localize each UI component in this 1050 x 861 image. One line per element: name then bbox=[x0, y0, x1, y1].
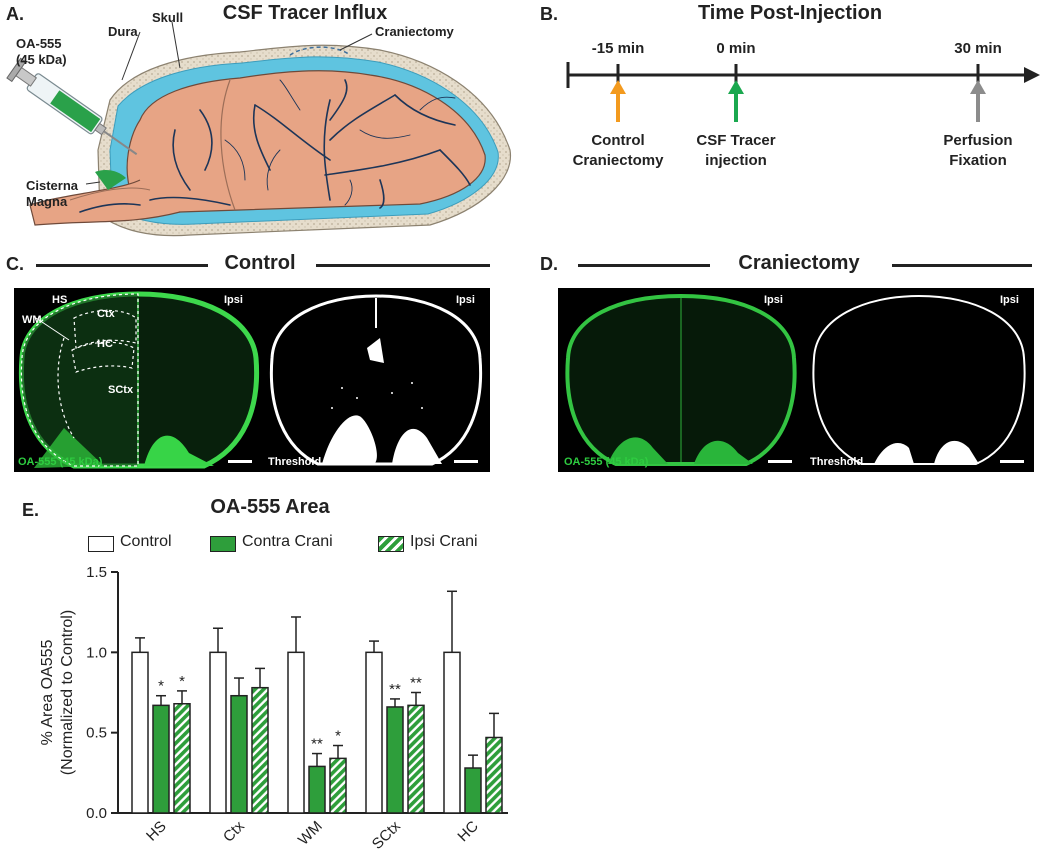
bar-control bbox=[131, 651, 149, 814]
bar-control bbox=[443, 651, 461, 814]
cisterna-label-1: Cisterna bbox=[26, 178, 79, 193]
control-threshold-image: Ipsi Threshold bbox=[262, 288, 490, 472]
tracer-name: OA-555 bbox=[16, 36, 62, 51]
dura-label: Dura bbox=[108, 24, 138, 39]
significance-star: ** bbox=[311, 736, 323, 753]
crani-threshold-scalebar bbox=[1000, 460, 1024, 463]
region-wm: WM bbox=[22, 314, 42, 326]
bar-control bbox=[209, 651, 227, 814]
crani-threshold-ipsi-label: Ipsi bbox=[1000, 294, 1019, 306]
legend-swatch-ipsi bbox=[378, 536, 404, 552]
bar-ipsi-crani bbox=[485, 736, 503, 814]
craniectomy-label: Craniectomy bbox=[375, 24, 454, 39]
panel-a-letter: A. bbox=[6, 4, 24, 24]
legend-label-contra: Contra Crani bbox=[242, 533, 333, 550]
significance-star: * bbox=[335, 728, 341, 745]
panel-b-title: Time Post-Injection bbox=[697, 2, 883, 24]
legend-swatch-control bbox=[88, 536, 114, 552]
arrow-control-craniectomy bbox=[610, 80, 626, 94]
panel-d-rule-left bbox=[578, 264, 710, 267]
legend-label-control: Control bbox=[120, 533, 172, 550]
timeline-arrowhead bbox=[1024, 67, 1040, 83]
category-label: Ctx bbox=[220, 817, 248, 845]
bar-contra-crani bbox=[308, 765, 326, 814]
region-ctx: Ctx bbox=[97, 308, 115, 320]
panel-d-letter: D. bbox=[540, 254, 558, 274]
bar-ipsi-crani bbox=[251, 686, 269, 814]
y-tick-label: 1.5 bbox=[86, 564, 107, 581]
panel-a-title: CSF Tracer Influx bbox=[222, 2, 388, 24]
y-axis-label-line2: (Normalized to Control) bbox=[59, 610, 76, 775]
panel-b-letter: B. bbox=[540, 4, 558, 24]
bar-ipsi-crani bbox=[329, 757, 347, 814]
panel-c-rule-left bbox=[36, 264, 208, 267]
bar-control bbox=[365, 651, 383, 814]
event-time-1: 0 min bbox=[716, 40, 756, 57]
significance-star: ** bbox=[410, 675, 422, 692]
crani-stain-label: OA-555 (45 kDa) bbox=[564, 456, 649, 468]
event-time-2: 30 min bbox=[954, 40, 1002, 57]
arrow-perfusion bbox=[970, 80, 986, 94]
significance-star: * bbox=[158, 678, 164, 695]
bar-control bbox=[287, 651, 305, 814]
chart-title: OA-555 Area bbox=[210, 496, 330, 518]
category-label: WM bbox=[295, 818, 326, 849]
region-hc: HC bbox=[97, 338, 113, 350]
event-label-0-line2: Craniectomy bbox=[572, 152, 664, 169]
control-scalebar bbox=[228, 460, 252, 463]
control-ipsi-label: Ipsi bbox=[224, 294, 243, 306]
significance-star: * bbox=[179, 673, 185, 690]
event-label-2-line1: Perfusion bbox=[943, 132, 1013, 149]
tracer-size: (45 kDa) bbox=[16, 52, 67, 67]
event-label-2-line2: Fixation bbox=[949, 152, 1007, 169]
control-threshold-label: Threshold bbox=[268, 456, 322, 468]
panel-d-title: Craniectomy bbox=[738, 252, 860, 274]
legend-swatch-contra bbox=[210, 536, 236, 552]
crani-ipsi-label: Ipsi bbox=[764, 294, 783, 306]
crani-threshold-image: Ipsi Threshold bbox=[804, 288, 1034, 472]
cisterna-label-2: Magna bbox=[26, 194, 68, 209]
panel-c-title: Control bbox=[224, 252, 296, 274]
crani-scalebar bbox=[768, 460, 792, 463]
bar-ipsi-crani bbox=[407, 704, 425, 814]
y-axis-label-line1: % Area OA555 bbox=[39, 639, 56, 745]
bar-contra-crani bbox=[230, 694, 248, 814]
panel-c-rule-right bbox=[316, 264, 490, 267]
y-tick-label: 1.0 bbox=[86, 644, 107, 661]
bar-contra-crani bbox=[464, 767, 482, 814]
panel-e-letter: E. bbox=[22, 500, 40, 520]
control-fluorescence-image: HS WM Ctx HC SCtx Ipsi OA-555 (45 kDa) bbox=[14, 288, 262, 472]
skull-label: Skull bbox=[152, 10, 184, 25]
category-label: HS bbox=[143, 818, 170, 845]
timeline bbox=[566, 62, 1040, 122]
y-tick-label: 0.5 bbox=[86, 725, 107, 742]
legend-label-ipsi: Ipsi Crani bbox=[410, 533, 478, 550]
brain-illustration bbox=[6, 21, 512, 237]
crani-threshold-label: Threshold bbox=[810, 456, 864, 468]
panel-c-letter: C. bbox=[6, 254, 24, 274]
event-time-0: -15 min bbox=[591, 40, 645, 57]
bar-ipsi-crani bbox=[173, 702, 191, 814]
y-tick-label: 0.0 bbox=[86, 805, 107, 822]
control-stain-label: OA-555 (45 kDa) bbox=[18, 456, 103, 468]
category-label: HC bbox=[454, 818, 481, 845]
event-label-1-line2: injection bbox=[705, 152, 767, 169]
crani-fluorescence-image: Ipsi OA-555 (45 kDa) bbox=[558, 288, 804, 472]
panel-d-rule-right bbox=[892, 264, 1032, 267]
arrow-csf-injection bbox=[728, 80, 744, 94]
bar-chart: 0.0 0.5 1.0 1.5 % Area OA555(Normalized to C… bbox=[39, 564, 508, 853]
significance-star: ** bbox=[389, 681, 401, 698]
bar-contra-crani bbox=[152, 704, 170, 814]
category-label: SCtx bbox=[369, 817, 404, 852]
event-label-0-line1: Control bbox=[591, 132, 645, 149]
bar-contra-crani bbox=[386, 706, 404, 814]
event-label-1-line1: CSF Tracer bbox=[696, 132, 776, 149]
region-sctx: SCtx bbox=[108, 384, 134, 396]
region-hs: HS bbox=[52, 294, 68, 306]
threshold-scalebar bbox=[454, 460, 478, 463]
threshold-ipsi-label: Ipsi bbox=[456, 294, 475, 306]
